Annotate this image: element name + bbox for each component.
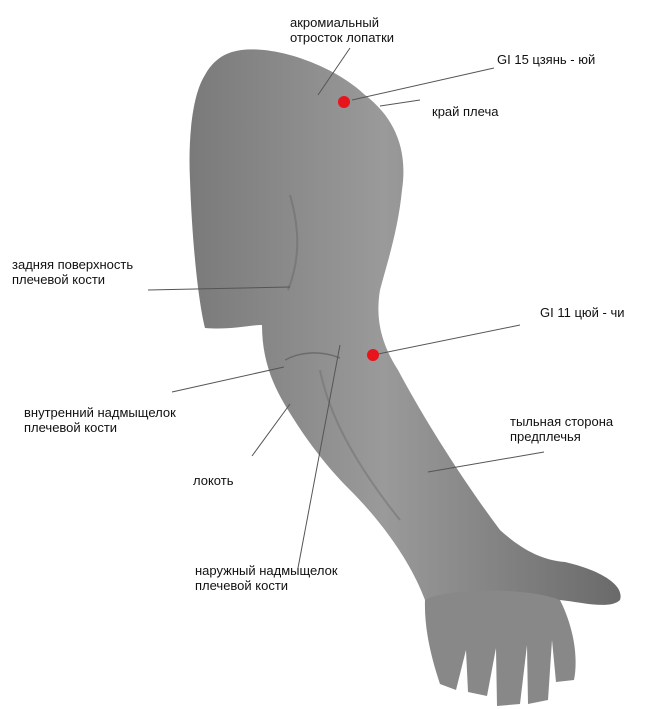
label-acromion-line1: акромиальный (290, 15, 394, 30)
label-lateral-epicondyle-line1: наружный надмыщелок (195, 563, 338, 578)
leader-gi15 (352, 68, 494, 100)
label-shoulder-edge-text: край плеча (432, 104, 498, 119)
label-gi15-text: GI 15 цзянь - юй (497, 52, 595, 67)
label-elbow-text: локоть (193, 473, 233, 488)
arm-body (190, 49, 621, 605)
label-gi11-text: GI 11 цюй - чи (540, 305, 625, 320)
label-humerus-posterior: задняя поверхность плечевой кости (12, 257, 133, 287)
label-gi11: GI 11 цюй - чи (540, 305, 625, 320)
label-acromion-line2: отросток лопатки (290, 30, 394, 45)
label-lateral-epicondyle: наружный надмыщелок плечевой кости (195, 563, 338, 593)
leader-shoulder-edge (380, 100, 420, 106)
label-forearm-dorsal-line1: тыльная сторона (510, 414, 613, 429)
label-medial-epicondyle: внутренний надмыщелок плечевой кости (24, 405, 176, 435)
leader-gi11 (378, 325, 520, 354)
gi15-point-icon (338, 96, 350, 108)
label-shoulder-edge: край плеча (432, 104, 498, 119)
label-forearm-dorsal: тыльная сторона предплечья (510, 414, 613, 444)
label-acromion: акромиальный отросток лопатки (290, 15, 394, 45)
label-medial-epicondyle-line2: плечевой кости (24, 420, 176, 435)
hand (425, 591, 576, 706)
label-lateral-epicondyle-line2: плечевой кости (195, 578, 338, 593)
label-humerus-posterior-line2: плечевой кости (12, 272, 133, 287)
label-humerus-posterior-line1: задняя поверхность (12, 257, 133, 272)
label-medial-epicondyle-line1: внутренний надмыщелок (24, 405, 176, 420)
label-gi15: GI 15 цзянь - юй (497, 52, 595, 67)
arm-silhouette (190, 49, 621, 706)
leader-medial-epicondyle (172, 367, 284, 392)
label-forearm-dorsal-line2: предплечья (510, 429, 613, 444)
leader-elbow (252, 404, 290, 456)
gi11-point-icon (367, 349, 379, 361)
label-elbow: локоть (193, 473, 233, 488)
